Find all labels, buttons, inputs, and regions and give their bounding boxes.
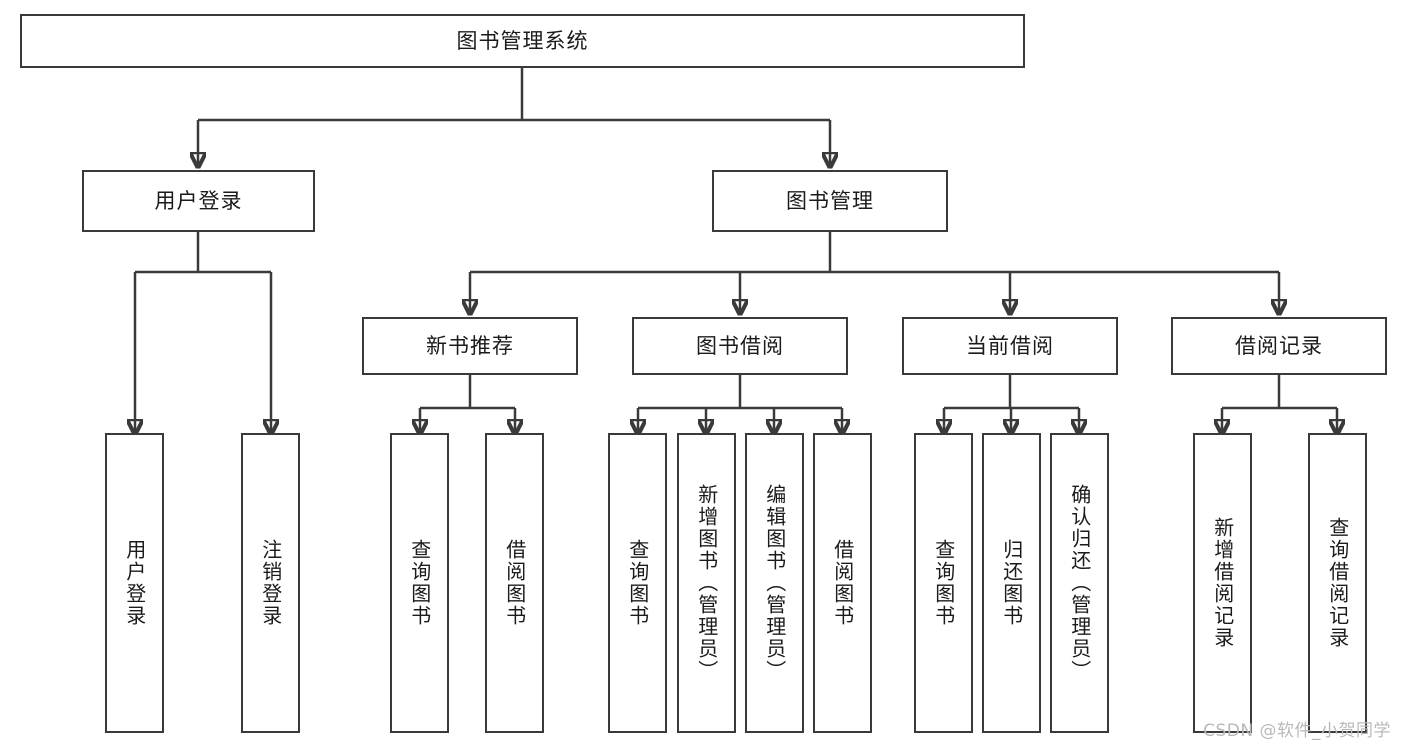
leaf-book-borrow-2[interactable]: 新增图书（管理员） xyxy=(677,433,736,733)
leaf-user-login-1[interactable]: 用户登录 xyxy=(105,433,164,733)
leaf-current-borrow-2[interactable]: 归还图书 xyxy=(982,433,1041,733)
leaf-label: 编辑图书（管理员） xyxy=(762,484,787,682)
leaf-label: 查询图书 xyxy=(625,539,650,627)
node-book-borrow[interactable]: 图书借阅 xyxy=(632,317,848,375)
node-new-book-recommend-label: 新书推荐 xyxy=(426,333,514,358)
node-book-borrow-label: 图书借阅 xyxy=(696,333,784,358)
watermark: CSDN @软件_小贺同学 xyxy=(1203,721,1391,741)
node-user-login-label: 用户登录 xyxy=(154,188,243,213)
leaf-label: 借阅图书 xyxy=(502,539,527,627)
node-current-borrow[interactable]: 当前借阅 xyxy=(902,317,1118,375)
leaf-book-borrow-1[interactable]: 查询图书 xyxy=(608,433,667,733)
leaf-label: 用户登录 xyxy=(122,539,147,627)
leaf-book-borrow-4[interactable]: 借阅图书 xyxy=(813,433,872,733)
leaf-label: 查询图书 xyxy=(407,539,432,627)
leaf-new-book-2[interactable]: 借阅图书 xyxy=(485,433,544,733)
node-root[interactable]: 图书管理系统 xyxy=(20,14,1025,68)
node-borrow-records-label: 借阅记录 xyxy=(1235,333,1323,358)
leaf-label: 注销登录 xyxy=(258,539,283,627)
leaf-new-book-1[interactable]: 查询图书 xyxy=(390,433,449,733)
leaf-current-borrow-1[interactable]: 查询图书 xyxy=(914,433,973,733)
node-borrow-records[interactable]: 借阅记录 xyxy=(1171,317,1387,375)
leaf-user-login-2[interactable]: 注销登录 xyxy=(241,433,300,733)
leaf-label: 归还图书 xyxy=(999,539,1024,627)
node-root-label: 图书管理系统 xyxy=(456,28,589,53)
leaf-book-borrow-3[interactable]: 编辑图书（管理员） xyxy=(745,433,804,733)
leaf-label: 新增借阅记录 xyxy=(1210,517,1235,649)
leaf-label: 查询图书 xyxy=(931,539,956,627)
leaf-borrow-records-2[interactable]: 查询借阅记录 xyxy=(1308,433,1367,733)
leaf-label: 查询借阅记录 xyxy=(1325,517,1350,649)
node-book-manage-label: 图书管理 xyxy=(786,188,874,213)
leaf-label: 确认归还（管理员） xyxy=(1067,484,1092,682)
leaf-borrow-records-1[interactable]: 新增借阅记录 xyxy=(1193,433,1252,733)
node-new-book-recommend[interactable]: 新书推荐 xyxy=(362,317,578,375)
node-book-manage[interactable]: 图书管理 xyxy=(712,170,948,232)
leaf-label: 借阅图书 xyxy=(830,539,855,627)
node-user-login[interactable]: 用户登录 xyxy=(82,170,315,232)
node-current-borrow-label: 当前借阅 xyxy=(966,333,1054,358)
leaf-current-borrow-3[interactable]: 确认归还（管理员） xyxy=(1050,433,1109,733)
leaf-label: 新增图书（管理员） xyxy=(694,484,719,682)
